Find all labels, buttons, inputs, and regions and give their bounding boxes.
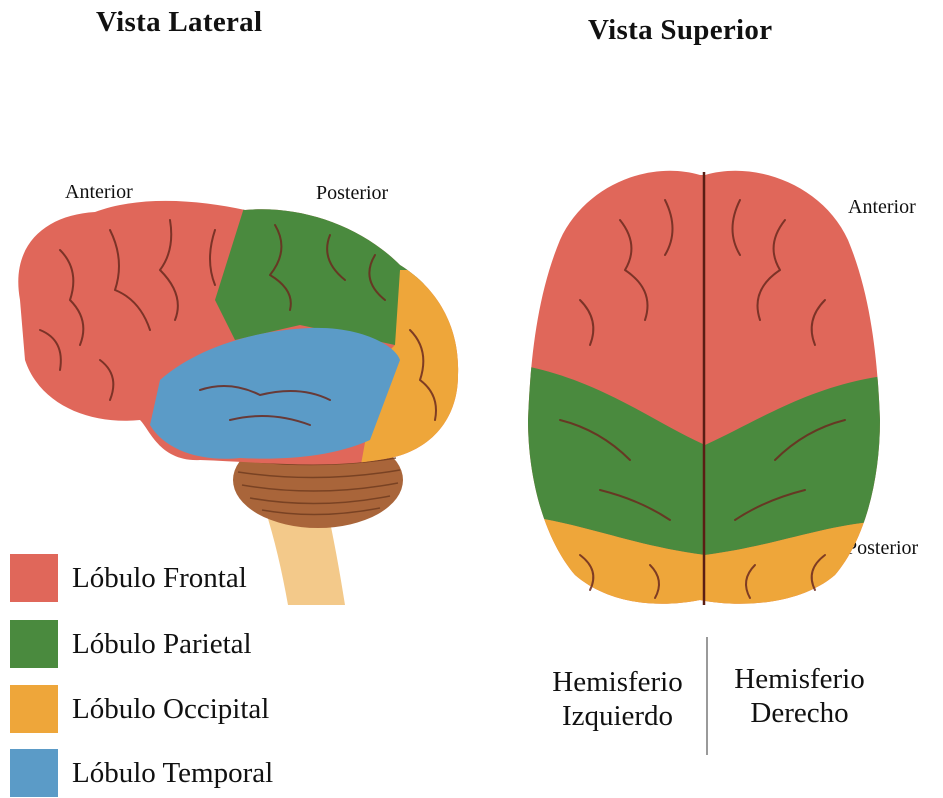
left-hemisphere-line1: Hemisferio xyxy=(535,665,700,699)
right-hemisphere-line1: Hemisferio xyxy=(717,662,882,696)
legend-label-temporal: Lóbulo Temporal xyxy=(72,757,273,790)
left-hemisphere-line2: Izquierdo xyxy=(535,699,700,733)
legend-item-occipital: Lóbulo Occipital xyxy=(10,684,269,734)
legend-item-temporal: Lóbulo Temporal xyxy=(10,748,273,798)
legend-label-occipital: Lóbulo Occipital xyxy=(72,693,269,726)
left-hemisphere-label: Hemisferio Izquierdo xyxy=(535,665,700,733)
legend-label-parietal: Lóbulo Parietal xyxy=(72,628,252,661)
legend-label-frontal: Lóbulo Frontal xyxy=(72,562,247,595)
hemisphere-divider xyxy=(706,637,708,755)
legend-swatch-parietal xyxy=(10,620,58,668)
legend-item-parietal: Lóbulo Parietal xyxy=(10,619,252,669)
legend-swatch-occipital xyxy=(10,685,58,733)
legend-swatch-frontal xyxy=(10,554,58,602)
legend-swatch-temporal xyxy=(10,749,58,797)
right-hemisphere-label: Hemisferio Derecho xyxy=(717,662,882,730)
legend-item-frontal: Lóbulo Frontal xyxy=(10,553,247,603)
right-hemisphere-line2: Derecho xyxy=(717,696,882,730)
lateral-parietal-lobe xyxy=(215,195,425,345)
